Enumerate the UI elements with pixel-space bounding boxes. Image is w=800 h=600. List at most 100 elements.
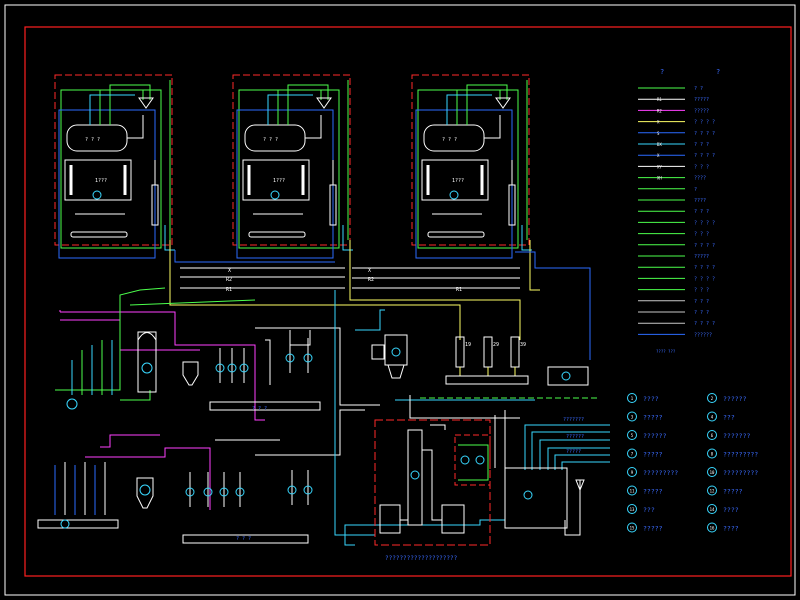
equipment-number-marker [707, 467, 717, 477]
drum-outlet [484, 115, 501, 139]
pump-icon [285, 353, 295, 363]
pump-icon [227, 363, 237, 373]
equipment-number: 5 [631, 433, 634, 438]
equipment-number-marker [627, 393, 637, 403]
diagram-labels: X R2 R1 X R2 R1 19 29 39 ? ? ? ? ? ? ???… [226, 268, 584, 562]
legend-text: ? ? ? ? [694, 131, 715, 137]
equipment-number-marker [627, 467, 637, 477]
equipment-name: ????????? [723, 451, 758, 459]
steam-pipe [277, 89, 322, 125]
legend-text: ????? [694, 254, 709, 260]
header-label-r1: R1 [226, 287, 232, 293]
drum-outlet [305, 115, 322, 139]
equipment-number: 12 [710, 489, 715, 494]
pump-icon [303, 353, 313, 363]
inner-frame [24, 26, 792, 577]
boiler-enclosure [232, 74, 351, 246]
legend-text: ? ? ? [694, 299, 709, 305]
steam-pipe [99, 89, 144, 125]
drum-outlet [127, 115, 144, 139]
pump-icon [287, 485, 297, 495]
boiler-frame-green [417, 89, 519, 249]
equipment-number: 2 [711, 396, 714, 401]
burner-icon [270, 190, 280, 200]
equipment-number-marker [707, 504, 717, 514]
safety-valve [316, 97, 332, 109]
equipment-number-marker [627, 411, 637, 422]
equipment-number-marker [707, 430, 717, 440]
distributor-upper [209, 401, 321, 411]
legend-code: X [657, 153, 660, 158]
equipment-name: ???? [723, 525, 739, 533]
header-label-x: X [228, 268, 231, 274]
legend-code: R1 [657, 97, 662, 102]
legend-text: ? ? ? ? [694, 120, 715, 126]
equipment-name: ???? [643, 395, 659, 403]
header-label-r1-right: R1 [456, 287, 462, 293]
equipment-name: ????? [643, 451, 663, 459]
riser-cyan [521, 225, 532, 251]
equipment-name: ????????? [643, 469, 678, 477]
legend-text: ????? [694, 108, 709, 114]
equipment-number-marker [627, 522, 637, 533]
pump-icon [235, 487, 245, 497]
boiler-frame-blue [236, 109, 334, 259]
equipment-name: ????? [643, 488, 663, 496]
header-label-r2-right: R2 [368, 277, 374, 283]
equipment-number-marker [627, 448, 637, 459]
equipment-number: 13 [630, 507, 635, 512]
equipment-number: 11 [630, 489, 635, 494]
legend-header-left: ? [660, 68, 664, 76]
boiler-label: 1??? [452, 178, 464, 184]
safety-valve [138, 97, 154, 109]
legend-text: ???? [694, 176, 706, 182]
legend-text: ? ? ? ? [694, 276, 715, 282]
main-headers [55, 240, 610, 546]
legend-text: ? ? ? [694, 142, 709, 148]
equipment-name: ?????? [643, 432, 667, 440]
legend-units-label: ???? ??? [656, 349, 676, 354]
equipment-number-marker [707, 522, 717, 533]
equipment-middle [37, 331, 589, 544]
boiler-enclosure [411, 74, 530, 246]
deaerator [384, 334, 408, 366]
pump-icon [303, 485, 313, 495]
legend-code: R2 [657, 108, 662, 113]
header-label-r2: R2 [226, 277, 232, 283]
grate [248, 231, 306, 238]
equipment-name: ???? [723, 506, 739, 514]
boiler-label: 1??? [273, 178, 285, 184]
legend-text: ? ? [694, 86, 703, 92]
equipment-name: ????????? [723, 469, 758, 477]
legend-text: ? ? ? [694, 310, 709, 316]
feed-pipe [267, 94, 313, 125]
steam-pipe [456, 89, 501, 125]
equipment-list: 1????3?????5??????7?????9?????????11????… [627, 393, 758, 533]
equipment-name: ????? [643, 414, 663, 422]
equipment-number: 15 [630, 526, 635, 531]
boiler-frame-green [60, 89, 162, 249]
legend-text: ? ? ? [694, 232, 709, 238]
boiler-frame-blue [58, 109, 156, 259]
legend-text: ? ? ? ? [694, 153, 715, 159]
tank-label-lower: ? ? ? [236, 536, 251, 542]
legend-text: ? ? ? ? [694, 321, 715, 327]
furnace [64, 159, 132, 201]
equipment-number-marker [627, 504, 637, 514]
safety-valve [495, 97, 511, 109]
legend-text: ? ? ? [694, 209, 709, 215]
equipment-number: 9 [631, 470, 634, 475]
riser-cyan [164, 225, 175, 251]
equipment-number: 3 [631, 415, 634, 420]
misc-label-c: ????? [566, 449, 581, 455]
treatment-area [374, 419, 491, 546]
pump-icon [219, 487, 229, 497]
steam-pipe-2 [466, 84, 508, 125]
legend-text: ? ? ? ? [694, 243, 715, 249]
legend: ? ? ? ?R1?????R2?????X? ? ? ?S? ? ? ?DX?… [638, 68, 720, 354]
equipment-number: 6 [711, 433, 714, 438]
feed-pump-3 [510, 336, 520, 368]
grate [70, 231, 128, 238]
equipment-number: 4 [711, 415, 714, 420]
bottom-note: ???????????????????? [385, 555, 458, 562]
